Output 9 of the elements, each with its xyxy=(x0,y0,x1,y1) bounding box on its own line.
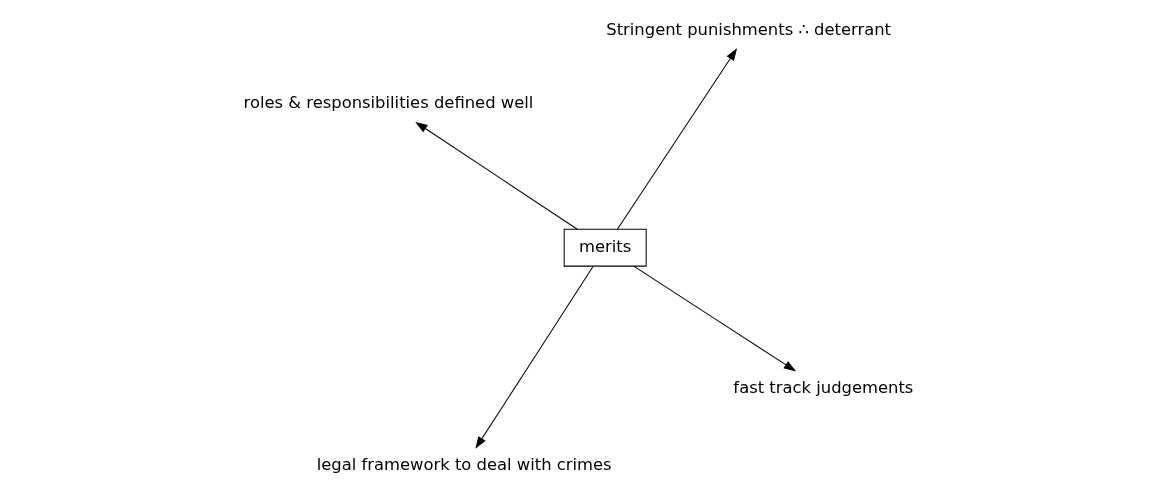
node-box: merits xyxy=(563,228,647,267)
node-text: fast track judgements xyxy=(732,377,913,397)
node-text: roles & responsibilities defined well xyxy=(243,93,533,112)
arrow xyxy=(632,265,796,372)
node-text: Stringent punishments ∴ deterrant xyxy=(605,19,891,39)
node-text: legal framework to deal with crimes xyxy=(316,455,612,475)
arrow xyxy=(474,265,594,449)
arrow xyxy=(414,121,578,230)
arrow xyxy=(616,48,737,230)
